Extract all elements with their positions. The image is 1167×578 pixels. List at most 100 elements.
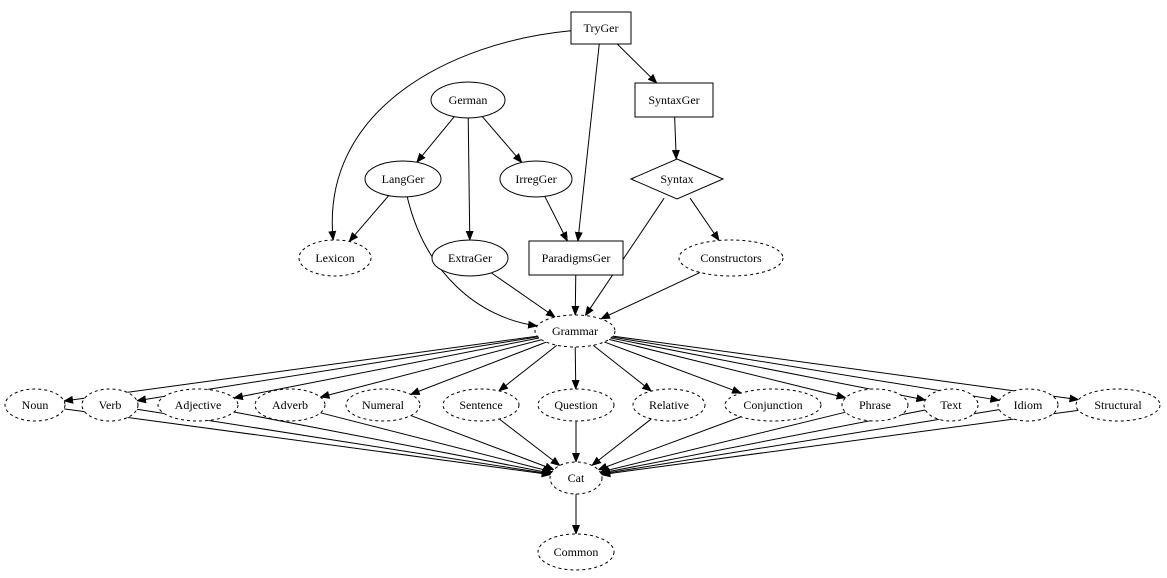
node-numeral: Numeral bbox=[345, 388, 421, 422]
node-syntax: Syntax bbox=[629, 158, 725, 200]
edge-german-irregger bbox=[481, 116, 523, 164]
edge-structural-cat bbox=[600, 409, 1079, 478]
edge-syntax-grammar bbox=[584, 197, 665, 317]
node-label: Conjunction bbox=[743, 398, 802, 412]
ellipse-shape bbox=[345, 388, 421, 422]
edge-syntax-constructors bbox=[689, 197, 720, 242]
node-german: German bbox=[430, 81, 506, 119]
edge-grammar-conjunction bbox=[604, 341, 742, 394]
node-sentence: Sentence bbox=[442, 388, 520, 422]
node-label: Numeral bbox=[362, 398, 405, 412]
edge-tryger-syntaxger bbox=[616, 43, 658, 84]
node-label: Lexicon bbox=[315, 251, 354, 265]
node-label: Idiom bbox=[1014, 398, 1043, 412]
node-label: Text bbox=[940, 398, 962, 412]
node-syntaxger: SyntaxGer bbox=[634, 82, 714, 118]
node-label: ExtraGer bbox=[448, 251, 492, 265]
ellipse-shape bbox=[499, 160, 573, 198]
node-label: Cat bbox=[568, 471, 585, 485]
edge-numeral-cat bbox=[410, 415, 555, 471]
node-label: Question bbox=[554, 398, 597, 412]
ellipse-shape bbox=[1075, 388, 1161, 422]
ellipse-shape bbox=[254, 388, 326, 422]
edge-langger-lexicon bbox=[348, 195, 390, 243]
edge-grammar-numeral bbox=[409, 341, 547, 395]
edge-grammar-adjective bbox=[232, 337, 540, 401]
edge-grammar-noun bbox=[63, 335, 538, 404]
ellipse-shape bbox=[632, 388, 706, 422]
edges-layer bbox=[63, 30, 1080, 535]
node-adverb: Adverb bbox=[254, 388, 326, 422]
edge-phrase-cat bbox=[599, 411, 846, 474]
ellipse-shape bbox=[841, 388, 909, 422]
node-label: ParadigmsGer bbox=[542, 251, 611, 265]
node-label: Relative bbox=[649, 398, 689, 412]
node-irregger: IrregGer bbox=[499, 160, 573, 198]
node-label: Structural bbox=[1094, 398, 1142, 412]
node-label: Adverb bbox=[272, 398, 308, 412]
node-label: Grammar bbox=[552, 324, 598, 338]
ellipse-shape bbox=[298, 239, 372, 277]
node-label: Adjective bbox=[175, 398, 222, 412]
edge-german-extrager bbox=[465, 117, 474, 241]
node-label: Phrase bbox=[859, 398, 891, 412]
edge-constructors-grammar bbox=[600, 272, 701, 320]
node-text: Text bbox=[923, 388, 979, 422]
node-paradigmsger: ParadigmsGer bbox=[528, 240, 624, 276]
node-question: Question bbox=[537, 388, 615, 422]
edge-conjunction-cat bbox=[597, 416, 742, 471]
node-structural: Structural bbox=[1075, 388, 1161, 422]
ellipse-shape bbox=[724, 388, 822, 422]
edge-grammar-question bbox=[571, 346, 580, 390]
node-langger: LangGer bbox=[364, 160, 442, 198]
edge-grammar-relative bbox=[592, 344, 653, 392]
edge-paradigmsger-grammar bbox=[571, 274, 580, 316]
ellipse-shape bbox=[157, 388, 239, 422]
node-noun: Noun bbox=[4, 388, 66, 422]
node-grammar: Grammar bbox=[534, 314, 616, 348]
node-label: IrregGer bbox=[515, 172, 556, 186]
ellipse-shape bbox=[537, 388, 615, 422]
ellipse-shape bbox=[431, 239, 509, 277]
box-shape bbox=[570, 11, 632, 45]
node-verb: Verb bbox=[81, 388, 139, 422]
ellipse-shape bbox=[997, 388, 1059, 422]
edge-german-langger bbox=[416, 116, 455, 164]
edge-relative-cat bbox=[591, 418, 652, 467]
node-phrase: Phrase bbox=[841, 388, 909, 422]
node-label: German bbox=[449, 93, 488, 107]
node-label: Constructors bbox=[700, 251, 762, 265]
node-extrager: ExtraGer bbox=[431, 239, 509, 277]
node-relative: Relative bbox=[632, 388, 706, 422]
node-label: Sentence bbox=[459, 398, 502, 412]
node-label: LangGer bbox=[382, 172, 425, 186]
edge-adjective-cat bbox=[233, 411, 553, 476]
node-conjunction: Conjunction bbox=[724, 388, 822, 422]
edge-grammar-structural bbox=[612, 335, 1080, 403]
node-idiom: Idiom bbox=[997, 388, 1059, 422]
ellipse-shape bbox=[549, 461, 603, 495]
edge-grammar-idiom bbox=[611, 336, 1001, 403]
ellipse-shape bbox=[4, 388, 66, 422]
ellipse-shape bbox=[923, 388, 979, 422]
node-adjective: Adjective bbox=[157, 388, 239, 422]
box-shape bbox=[634, 82, 714, 118]
box-shape bbox=[528, 240, 624, 276]
edge-sentence-cat bbox=[498, 418, 561, 467]
edge-grammar-phrase bbox=[608, 338, 847, 400]
node-common: Common bbox=[537, 533, 615, 571]
edge-grammar-sentence bbox=[498, 344, 558, 392]
ellipse-shape bbox=[81, 388, 139, 422]
ellipse-shape bbox=[537, 533, 615, 571]
node-label: SyntaxGer bbox=[648, 93, 699, 107]
node-cat: Cat bbox=[549, 461, 603, 495]
edge-syntaxger-syntax bbox=[671, 116, 680, 161]
edge-tryger-paradigmsger bbox=[574, 43, 600, 242]
node-label: Syntax bbox=[660, 172, 693, 186]
edge-grammar-adverb bbox=[319, 339, 542, 399]
ellipse-shape bbox=[442, 388, 520, 422]
edge-irregger-paradigmsger bbox=[544, 196, 568, 242]
